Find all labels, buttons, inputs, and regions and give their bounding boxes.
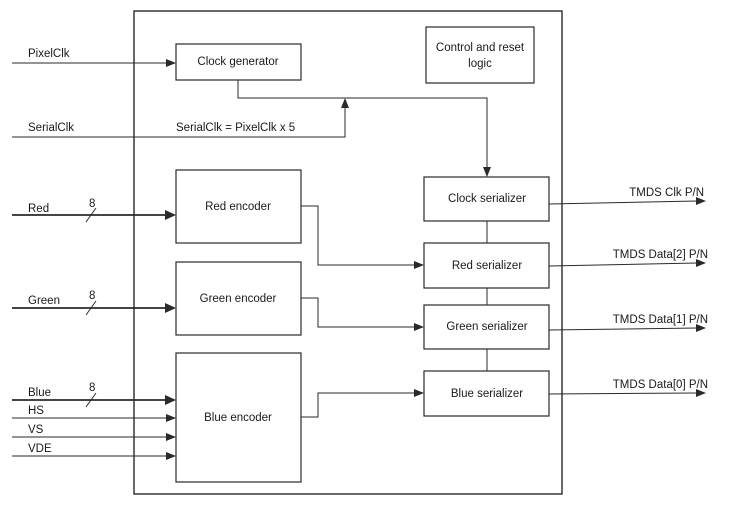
- blue-serializer-block: Blue serializer: [423, 370, 550, 417]
- blue-bus-slash: [85, 392, 97, 408]
- blue-serializer-label: Blue serializer: [451, 388, 523, 400]
- tmds-data0-arrow-icon: [696, 389, 706, 397]
- module-boundary: [133, 10, 563, 495]
- vde-input: VDE: [12, 443, 176, 460]
- red-encoder-label: Red encoder: [205, 201, 271, 213]
- green-input-arrow-icon: [165, 303, 176, 313]
- hs-input: HS: [12, 405, 176, 422]
- serialclk-arrow-icon: [341, 98, 349, 108]
- blue-input-bus: 8 Blue: [12, 382, 176, 408]
- clock-serializer-label: Clock serializer: [448, 193, 526, 205]
- vde-label: VDE: [28, 443, 52, 455]
- tmds-data1-output: TMDS Data[1] P/N: [548, 314, 708, 332]
- control-reset-block: Control and reset logic: [425, 26, 535, 84]
- tmds-data2-arrow-icon: [696, 259, 706, 267]
- tmds-clk-arrow-icon: [696, 197, 706, 205]
- blue-encoder-to-serializer: [301, 389, 424, 418]
- red-encoder-block: Red encoder: [175, 169, 302, 244]
- tmds-data2-output: TMDS Data[2] P/N: [548, 249, 708, 267]
- green-bus-slash: [85, 300, 97, 316]
- pixelclk-label: PixelClk: [28, 48, 70, 60]
- vde-arrow-icon: [166, 452, 176, 460]
- pixelclk-input: PixelClk: [12, 48, 176, 67]
- blue-serializer-arrow-icon: [414, 389, 424, 397]
- green-serializer-label: Green serializer: [446, 321, 527, 333]
- vs-label: VS: [28, 424, 44, 436]
- green-encoder-to-serializer: [301, 297, 424, 331]
- blue-input-arrow-icon: [165, 395, 176, 405]
- tmds-data2-label: TMDS Data[2] P/N: [613, 249, 708, 261]
- tmds-data0-label: TMDS Data[0] P/N: [613, 379, 708, 391]
- blue-encoder-label: Blue encoder: [204, 412, 272, 424]
- hs-label: HS: [28, 405, 44, 417]
- red-input-bus: 8 Red: [12, 198, 176, 223]
- red-serializer-block: Red serializer: [423, 242, 550, 289]
- red-bus-slash: [85, 207, 97, 223]
- tmds-data1-arrow-icon: [696, 324, 706, 332]
- clock-generator-block: Clock generator: [175, 43, 302, 81]
- green-bus-width: 8: [89, 290, 95, 302]
- blue-input-label: Blue: [28, 387, 51, 399]
- tmds-clk-label: TMDS Clk P/N: [629, 187, 704, 199]
- vs-arrow-icon: [166, 433, 176, 441]
- serialclk-relation-annotation: SerialClk = PixelClk x 5: [176, 122, 295, 134]
- vs-input: VS: [12, 424, 176, 441]
- red-encoder-to-serializer: [301, 205, 424, 269]
- clock-generator-label: Clock generator: [197, 56, 278, 68]
- green-encoder-label: Green encoder: [200, 293, 277, 305]
- pixelclk-arrow-icon: [166, 59, 176, 67]
- clock-serializer-arrow-icon: [483, 167, 491, 177]
- serialclk-input: SerialClk SerialClk = PixelClk x 5: [12, 98, 349, 138]
- hs-arrow-icon: [166, 414, 176, 422]
- control-reset-label-line1: Control and reset: [436, 42, 525, 54]
- green-serializer-block: Green serializer: [423, 304, 550, 350]
- red-serializer-arrow-icon: [414, 261, 424, 269]
- serialclk-label: SerialClk: [28, 122, 74, 134]
- green-encoder-block: Green encoder: [175, 261, 302, 336]
- tmds-data0-output: TMDS Data[0] P/N: [548, 379, 708, 397]
- blue-encoder-block: Blue encoder: [175, 352, 302, 483]
- red-input-label: Red: [28, 203, 49, 215]
- green-serializer-arrow-icon: [414, 323, 424, 331]
- blue-bus-width: 8: [89, 382, 95, 394]
- clock-distribution-wire: [237, 80, 491, 177]
- green-input-label: Green: [28, 295, 60, 307]
- green-input-bus: 8 Green: [12, 290, 176, 316]
- clock-serializer-block: Clock serializer: [423, 176, 550, 222]
- tmds-data1-label: TMDS Data[1] P/N: [613, 314, 708, 326]
- red-input-arrow-icon: [165, 210, 176, 220]
- tmds-clk-output: TMDS Clk P/N: [548, 187, 706, 205]
- red-bus-width: 8: [89, 198, 95, 210]
- control-reset-label-line2: logic: [468, 58, 492, 70]
- red-serializer-label: Red serializer: [452, 260, 522, 272]
